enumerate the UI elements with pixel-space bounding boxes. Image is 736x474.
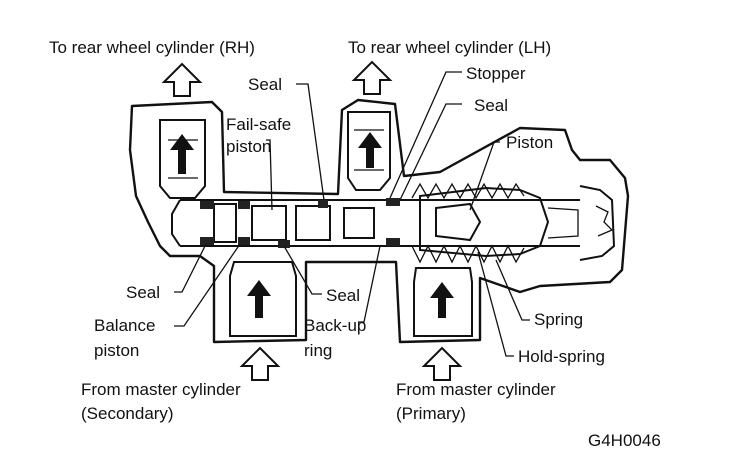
flow-arrow-icon (430, 282, 454, 318)
flow-arrow-icon (247, 280, 271, 318)
label-rear-lh: To rear wheel cylinder (LH) (348, 38, 551, 57)
hollow-up-arrow-icon (421, 346, 463, 381)
label-fail-safe-line2: piston (226, 137, 271, 156)
flow-arrow-icon (170, 134, 194, 174)
figure-code: G4H0046 (588, 431, 661, 450)
label-seal-mid: Seal (326, 286, 360, 305)
label-from-primary-line2: (Primary) (396, 404, 466, 423)
label-seal-left: Seal (126, 283, 160, 302)
flow-arrow-icon (358, 132, 382, 168)
label-balance-line2: piston (94, 341, 139, 360)
label-backup-line1: Back-up (304, 316, 366, 335)
label-rear-rh: To rear wheel cylinder (RH) (49, 38, 255, 57)
flow-arrows (170, 132, 454, 318)
labels: To rear wheel cylinder (RH) To rear whee… (49, 38, 661, 450)
label-piston: Piston (506, 133, 553, 152)
label-fail-safe-line1: Fail-safe (226, 115, 291, 134)
direction-arrows (161, 60, 463, 381)
valve-body (128, 98, 630, 344)
hollow-up-arrow-icon (239, 346, 281, 381)
leader-lines (174, 71, 530, 357)
label-seal-top-left: Seal (248, 75, 282, 94)
label-from-primary-line1: From master cylinder (396, 380, 556, 399)
hollow-up-arrow-icon (351, 60, 393, 95)
label-seal-top-right: Seal (474, 96, 508, 115)
label-spring: Spring (534, 310, 583, 329)
label-from-secondary-line1: From master cylinder (81, 380, 241, 399)
hollow-up-arrow-icon (161, 62, 203, 97)
label-from-secondary-line2: (Secondary) (81, 404, 174, 423)
label-hold-spring: Hold-spring (518, 347, 605, 366)
label-balance-line1: Balance (94, 316, 155, 335)
label-backup-line2: ring (304, 341, 332, 360)
label-stopper: Stopper (466, 64, 526, 83)
